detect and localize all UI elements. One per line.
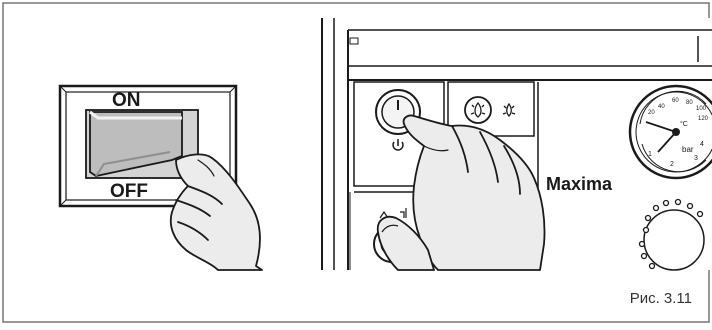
svg-text:40: 40 [658, 104, 665, 110]
gauge-pressure-unit: bar [682, 145, 694, 154]
svg-text:4: 4 [700, 141, 704, 148]
svg-text:1: 1 [648, 151, 652, 158]
brand-label: Maxima [546, 174, 613, 194]
reset-button [465, 97, 491, 123]
pressure-temperature-gauge: 40 60 80 100 120 20 1 2 3 4 °C bar [630, 86, 712, 178]
switch-on-label: ON [112, 90, 141, 111]
figure-caption: Рис. 3.11 [630, 290, 692, 307]
svg-text:80: 80 [686, 100, 693, 106]
svg-text:100: 100 [696, 106, 707, 112]
svg-text:60: 60 [672, 98, 679, 104]
svg-text:120: 120 [698, 116, 709, 122]
boiler-panel: 40 60 80 100 120 20 1 2 3 4 °C bar [322, 18, 712, 270]
switch-off-label: OFF [110, 181, 148, 202]
svg-text:3: 3 [694, 155, 698, 162]
svg-text:2: 2 [670, 161, 674, 168]
svg-text:20: 20 [648, 110, 655, 116]
gauge-temp-unit: °C [680, 120, 688, 128]
